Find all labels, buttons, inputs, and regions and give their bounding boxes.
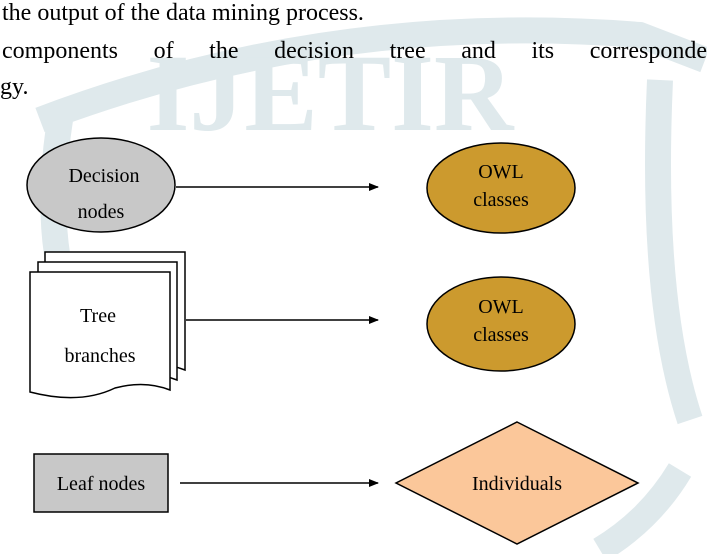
owl-classes-label-1-line-2: classes <box>473 189 529 211</box>
leaf-nodes-shape <box>33 453 169 513</box>
owl-classes-shape-2 <box>426 276 576 372</box>
owl-classes-label-2-line-2: classes <box>473 324 529 346</box>
decision-nodes-label-line-1: Decision <box>68 165 139 187</box>
leaf-nodes-label: Leaf nodes <box>57 473 146 495</box>
tree-branches-label-line-1: Tree <box>80 305 116 327</box>
individuals-label: Individuals <box>472 473 562 495</box>
tree-branches-label-line-2: branches <box>64 345 135 367</box>
decision-nodes-label-line-2: nodes <box>78 201 125 223</box>
paragraph-line-1: the output of the data mining process. <box>2 0 364 26</box>
row-tree-branches: Tree branches OWL classes <box>29 251 576 399</box>
decision-nodes-shape <box>26 137 176 233</box>
owl-classes-shape-1 <box>426 142 576 234</box>
row-leaf-nodes: Leaf nodes Individuals <box>33 421 640 545</box>
watermark-text: IJETIR <box>147 32 515 154</box>
paragraph-line-2: components of the decision tree and its … <box>2 38 707 64</box>
tree-branches-multi-document-shape <box>29 251 186 399</box>
owl-classes-label-2-line-1: OWL <box>478 296 524 318</box>
paragraph-line-3: gy. <box>0 74 29 100</box>
row-decision-nodes: Decision nodes OWL classes <box>26 137 576 234</box>
owl-classes-label-1-line-1: OWL <box>478 161 524 183</box>
individuals-shape <box>394 421 640 545</box>
